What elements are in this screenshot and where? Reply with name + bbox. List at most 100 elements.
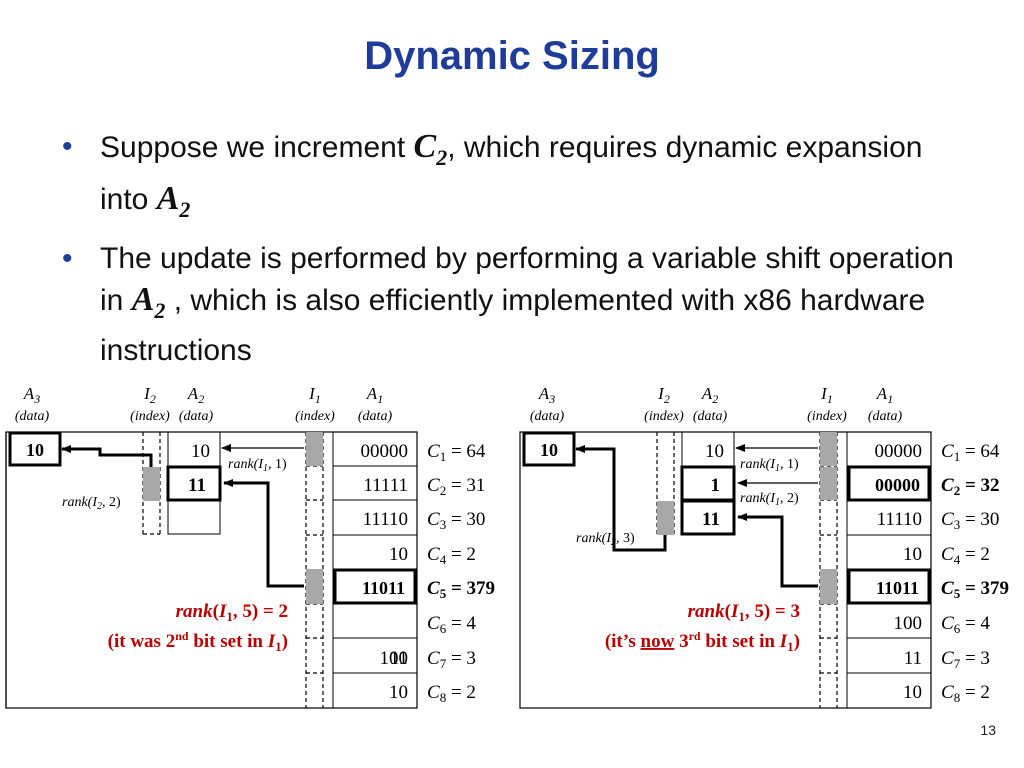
i1-set-bit-2 <box>820 467 837 500</box>
a1-cell-highlight <box>847 465 931 502</box>
c-label: C2 = 32 <box>941 475 1000 498</box>
c-label: C7 = 3 <box>427 648 476 671</box>
header-i2-tag: (index) <box>130 409 170 424</box>
i1-set-bit-5 <box>306 569 323 604</box>
a1-value: 11 <box>904 648 922 669</box>
header-i1: I1 <box>820 384 833 406</box>
a3-cell-highlight <box>8 431 62 467</box>
a1-cell-highlight <box>847 568 931 605</box>
i1-set-bit-1 <box>306 432 323 466</box>
i2-set-bit <box>657 501 674 535</box>
rank-annotation: rank(I1, 5) = 3 (it’s now 3rd bit set in… <box>605 601 800 654</box>
header-a2: A2 <box>187 384 204 406</box>
a1-values: 00000 11110 10 100 11 10 <box>875 441 923 703</box>
c-label: C5 = 379 <box>941 578 1009 601</box>
header-a2: A2 <box>701 384 718 406</box>
header-a1: A1 <box>366 384 383 406</box>
a1-value: 11110 <box>363 509 408 530</box>
annotation-line-2: (it was 2nd bit set in I1) <box>108 629 288 654</box>
math-variable: A2 <box>156 179 191 222</box>
slide-title: Dynamic Sizing <box>364 34 660 78</box>
a1-value: 10 <box>389 682 408 703</box>
bullet-text: Suppose we increment <box>100 131 414 164</box>
c-label: C6 = 4 <box>427 613 476 636</box>
bullet-text: The update is performed by performing a … <box>100 241 954 317</box>
c-label: C4 = 2 <box>941 544 990 567</box>
bullet-list: • Suppose we increment C2, which require… <box>62 126 962 379</box>
a2-value: 10 <box>191 441 210 462</box>
bullet-dot-icon: • <box>62 241 73 275</box>
c-label: C5 = 379 <box>427 578 495 601</box>
a1-value: 10 <box>903 682 922 703</box>
a1-value: 100 <box>894 613 923 634</box>
arrow-rank-i1-5 <box>223 479 304 588</box>
rank-label: rank(I2, 3) <box>576 531 635 548</box>
a1-value-highlight: 11011 <box>362 578 405 598</box>
a3-cell-highlight <box>522 431 576 467</box>
i1-set-bit-5 <box>820 569 837 604</box>
a1-value: 11110 <box>877 509 922 530</box>
i1-set-bit-1 <box>820 432 837 466</box>
bullet-dot-icon: • <box>62 130 73 163</box>
header-a3: A3 <box>23 384 40 406</box>
a2-cell-highlight <box>680 465 736 502</box>
header-a1-tag: (data) <box>358 409 393 424</box>
a1-cell-highlight <box>333 568 417 605</box>
diagram-before: A3 (data) I2 (index) A2 (data) I1 (index… <box>5 384 495 709</box>
a2-cell-highlight <box>166 465 222 502</box>
header-i1-tag: (index) <box>807 409 847 424</box>
rank-label: rank(I1, 2) <box>740 491 799 508</box>
annotation-line-2: (it’s now 3rd bit set in I1) <box>605 629 800 654</box>
c-label: C4 = 2 <box>427 544 476 567</box>
a2-value: 10 <box>705 441 724 462</box>
annotation-line-1: rank(I1, 5) = 2 <box>176 601 288 624</box>
a2-cell-highlight <box>680 499 736 536</box>
i2-set-bit <box>143 467 160 501</box>
annotation-line-1: rank(I1, 5) = 3 <box>688 601 800 624</box>
a2-value: 11 <box>702 509 720 530</box>
bullet-item-1: • Suppose we increment C2, which require… <box>62 126 962 230</box>
a1-value-highlight: 00000 <box>875 475 920 495</box>
rank-label: rank(I1, 1) <box>228 457 287 474</box>
header-i1: I1 <box>308 384 321 406</box>
arrow-rank-i2-3 <box>575 445 667 552</box>
a1-value: 10 <box>903 544 922 565</box>
header-a2-tag: (data) <box>179 409 214 424</box>
header-a2-tag: (data) <box>693 409 728 424</box>
a1-value: 11111 <box>363 475 408 496</box>
header-a1-tag: (data) <box>868 409 903 424</box>
a2-value: 11 <box>188 475 206 496</box>
a3-value: 10 <box>26 440 44 460</box>
a3-value: 10 <box>540 440 558 460</box>
header-a1: A1 <box>876 384 893 406</box>
a1-value: 100 <box>380 648 409 669</box>
column-headers: A3 (data) I2 (index) A2 (data) I1 (index… <box>15 384 393 424</box>
a2-value: 1 <box>711 475 721 496</box>
bullet-item-2: • The update is performed by performing … <box>62 238 962 372</box>
c-label: C7 = 3 <box>941 648 990 671</box>
a1-values: 00000 11111 11110 10 100 10 11 <box>361 441 409 703</box>
c-label: C2 = 31 <box>427 475 485 498</box>
c-label: C8 = 2 <box>427 682 476 705</box>
c-label: C1 = 64 <box>427 441 486 464</box>
header-i2-tag: (index) <box>644 409 684 424</box>
c-label: C3 = 30 <box>941 509 999 532</box>
rank-label: rank(I1, 1) <box>740 457 799 474</box>
rank-annotation: rank(I1, 5) = 2 (it was 2nd bit set in I… <box>108 601 288 654</box>
c-label: C8 = 2 <box>941 682 990 705</box>
a1-value: 00000 <box>361 441 409 462</box>
rank-label: rank(I2, 2) <box>62 495 121 512</box>
math-variable: C2 <box>413 128 448 170</box>
header-a3-tag: (data) <box>15 409 50 424</box>
header-a3: A3 <box>538 384 555 406</box>
c-label: C1 = 64 <box>941 441 1000 464</box>
header-i2: I2 <box>657 384 670 406</box>
page-number: 13 <box>980 722 996 738</box>
diagram-after: A3 (data) I2 (index) A2 (data) I1 (index… <box>519 384 1009 709</box>
arrow-rank-i2-2 <box>61 445 153 467</box>
bullet-text: , which requires dynamic expansion into <box>100 131 923 216</box>
header-i2: I2 <box>143 384 156 406</box>
header-a3-tag: (data) <box>530 409 565 424</box>
c-labels: C1 = 64 C2 = 32 C3 = 30 C4 = 2 C5 = 379 … <box>941 441 1009 705</box>
a1-value: 11 <box>390 648 408 669</box>
